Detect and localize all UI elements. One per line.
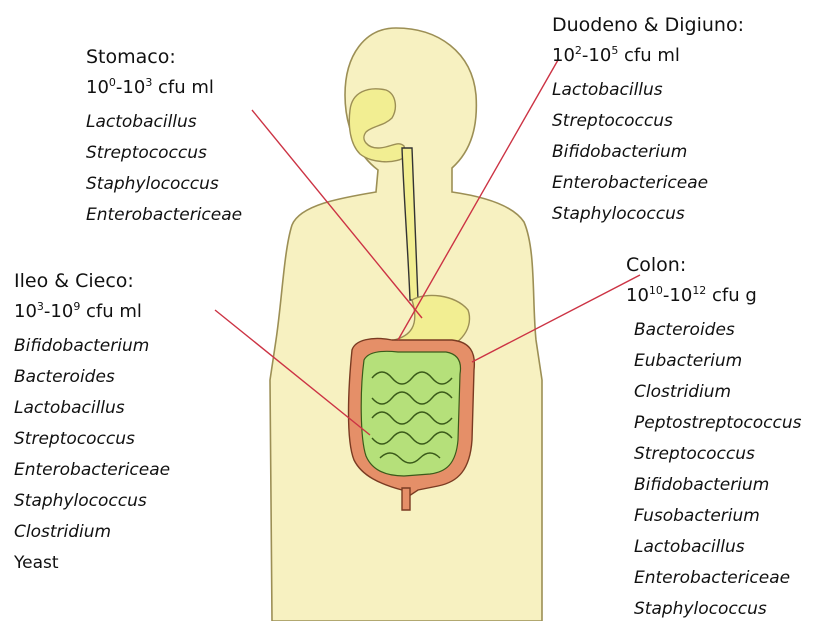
- region-title: Duodeno & Digiuno:: [552, 12, 744, 38]
- organism-list: Lactobacillus Streptococcus Staphylococc…: [86, 107, 242, 231]
- region-colon: Colon: 1010-1012 cfu g Bacteroides Eubac…: [626, 252, 801, 621]
- organism: Enterobactericeae: [634, 563, 801, 594]
- cfu-base-high: 10: [50, 301, 73, 322]
- organism-yeast: Yeast: [14, 548, 170, 579]
- cfu-exp-high: 12: [692, 284, 706, 297]
- cfu-exp-low: 0: [109, 76, 116, 89]
- cfu-exp-low: 3: [37, 300, 44, 313]
- cfu-base-low: 10: [626, 285, 649, 306]
- organism: Staphylococcus: [634, 594, 801, 621]
- cfu-base-low: 10: [86, 77, 109, 98]
- organism: Bacteroides: [14, 362, 170, 393]
- organism: Peptostreptococcus: [634, 408, 801, 439]
- cfu-unit: cfu ml: [152, 77, 214, 98]
- organism: Staphylococcus: [86, 169, 242, 200]
- organism: Lactobacillus: [634, 532, 801, 563]
- cfu-base-low: 10: [14, 301, 37, 322]
- cfu-range: 100-103 cfu ml: [86, 75, 242, 101]
- organism: Enterobactericeae: [552, 168, 744, 199]
- cfu-base-high: 10: [588, 45, 611, 66]
- body-silhouette: [270, 28, 542, 621]
- organism: Streptococcus: [552, 106, 744, 137]
- region-duodeno-digiuno: Duodeno & Digiuno: 102-105 cfu ml Lactob…: [552, 12, 744, 230]
- region-title: Ileo & Cieco:: [14, 268, 170, 294]
- organism: Clostridium: [634, 377, 801, 408]
- organism: Enterobactericeae: [14, 455, 170, 486]
- cfu-range: 1010-1012 cfu g: [626, 283, 801, 309]
- organism: Staphylococcus: [552, 199, 744, 230]
- cfu-range: 103-109 cfu ml: [14, 299, 170, 325]
- cfu-exp-low: 2: [575, 44, 582, 57]
- organism: Lactobacillus: [552, 75, 744, 106]
- organism-list: Bifidobacterium Bacteroides Lactobacillu…: [14, 331, 170, 579]
- organism: Streptococcus: [14, 424, 170, 455]
- organism: Streptococcus: [86, 138, 242, 169]
- cfu-exp-low: 10: [649, 284, 663, 297]
- cfu-unit: cfu ml: [80, 301, 142, 322]
- organism: Bacteroides: [634, 315, 801, 346]
- organism: Enterobactericeae: [86, 200, 242, 231]
- cfu-base-low: 10: [552, 45, 575, 66]
- organism: Bifidobacterium: [552, 137, 744, 168]
- cfu-base-high: 10: [669, 285, 692, 306]
- region-stomaco: Stomaco: 100-103 cfu ml Lactobacillus St…: [86, 44, 242, 231]
- cfu-range: 102-105 cfu ml: [552, 43, 744, 69]
- organism: Bifidobacterium: [634, 470, 801, 501]
- organism-list: Lactobacillus Streptococcus Bifidobacter…: [552, 75, 744, 230]
- organism: Clostridium: [14, 517, 170, 548]
- organism-list: Bacteroides Eubacterium Clostridium Pept…: [634, 315, 801, 621]
- organism: Eubacterium: [634, 346, 801, 377]
- organism: Streptococcus: [634, 439, 801, 470]
- region-ileo-cieco: Ileo & Cieco: 103-109 cfu ml Bifidobacte…: [14, 268, 170, 579]
- region-title: Stomaco:: [86, 44, 242, 70]
- cfu-unit: cfu ml: [618, 45, 680, 66]
- organism: Lactobacillus: [14, 393, 170, 424]
- organism: Staphylococcus: [14, 486, 170, 517]
- cfu-base-high: 10: [122, 77, 145, 98]
- organism: Fusobacterium: [634, 501, 801, 532]
- cfu-unit: cfu g: [706, 285, 757, 306]
- rectum: [402, 488, 410, 510]
- region-title: Colon:: [626, 252, 801, 278]
- organism: Bifidobacterium: [14, 331, 170, 362]
- organism: Lactobacillus: [86, 107, 242, 138]
